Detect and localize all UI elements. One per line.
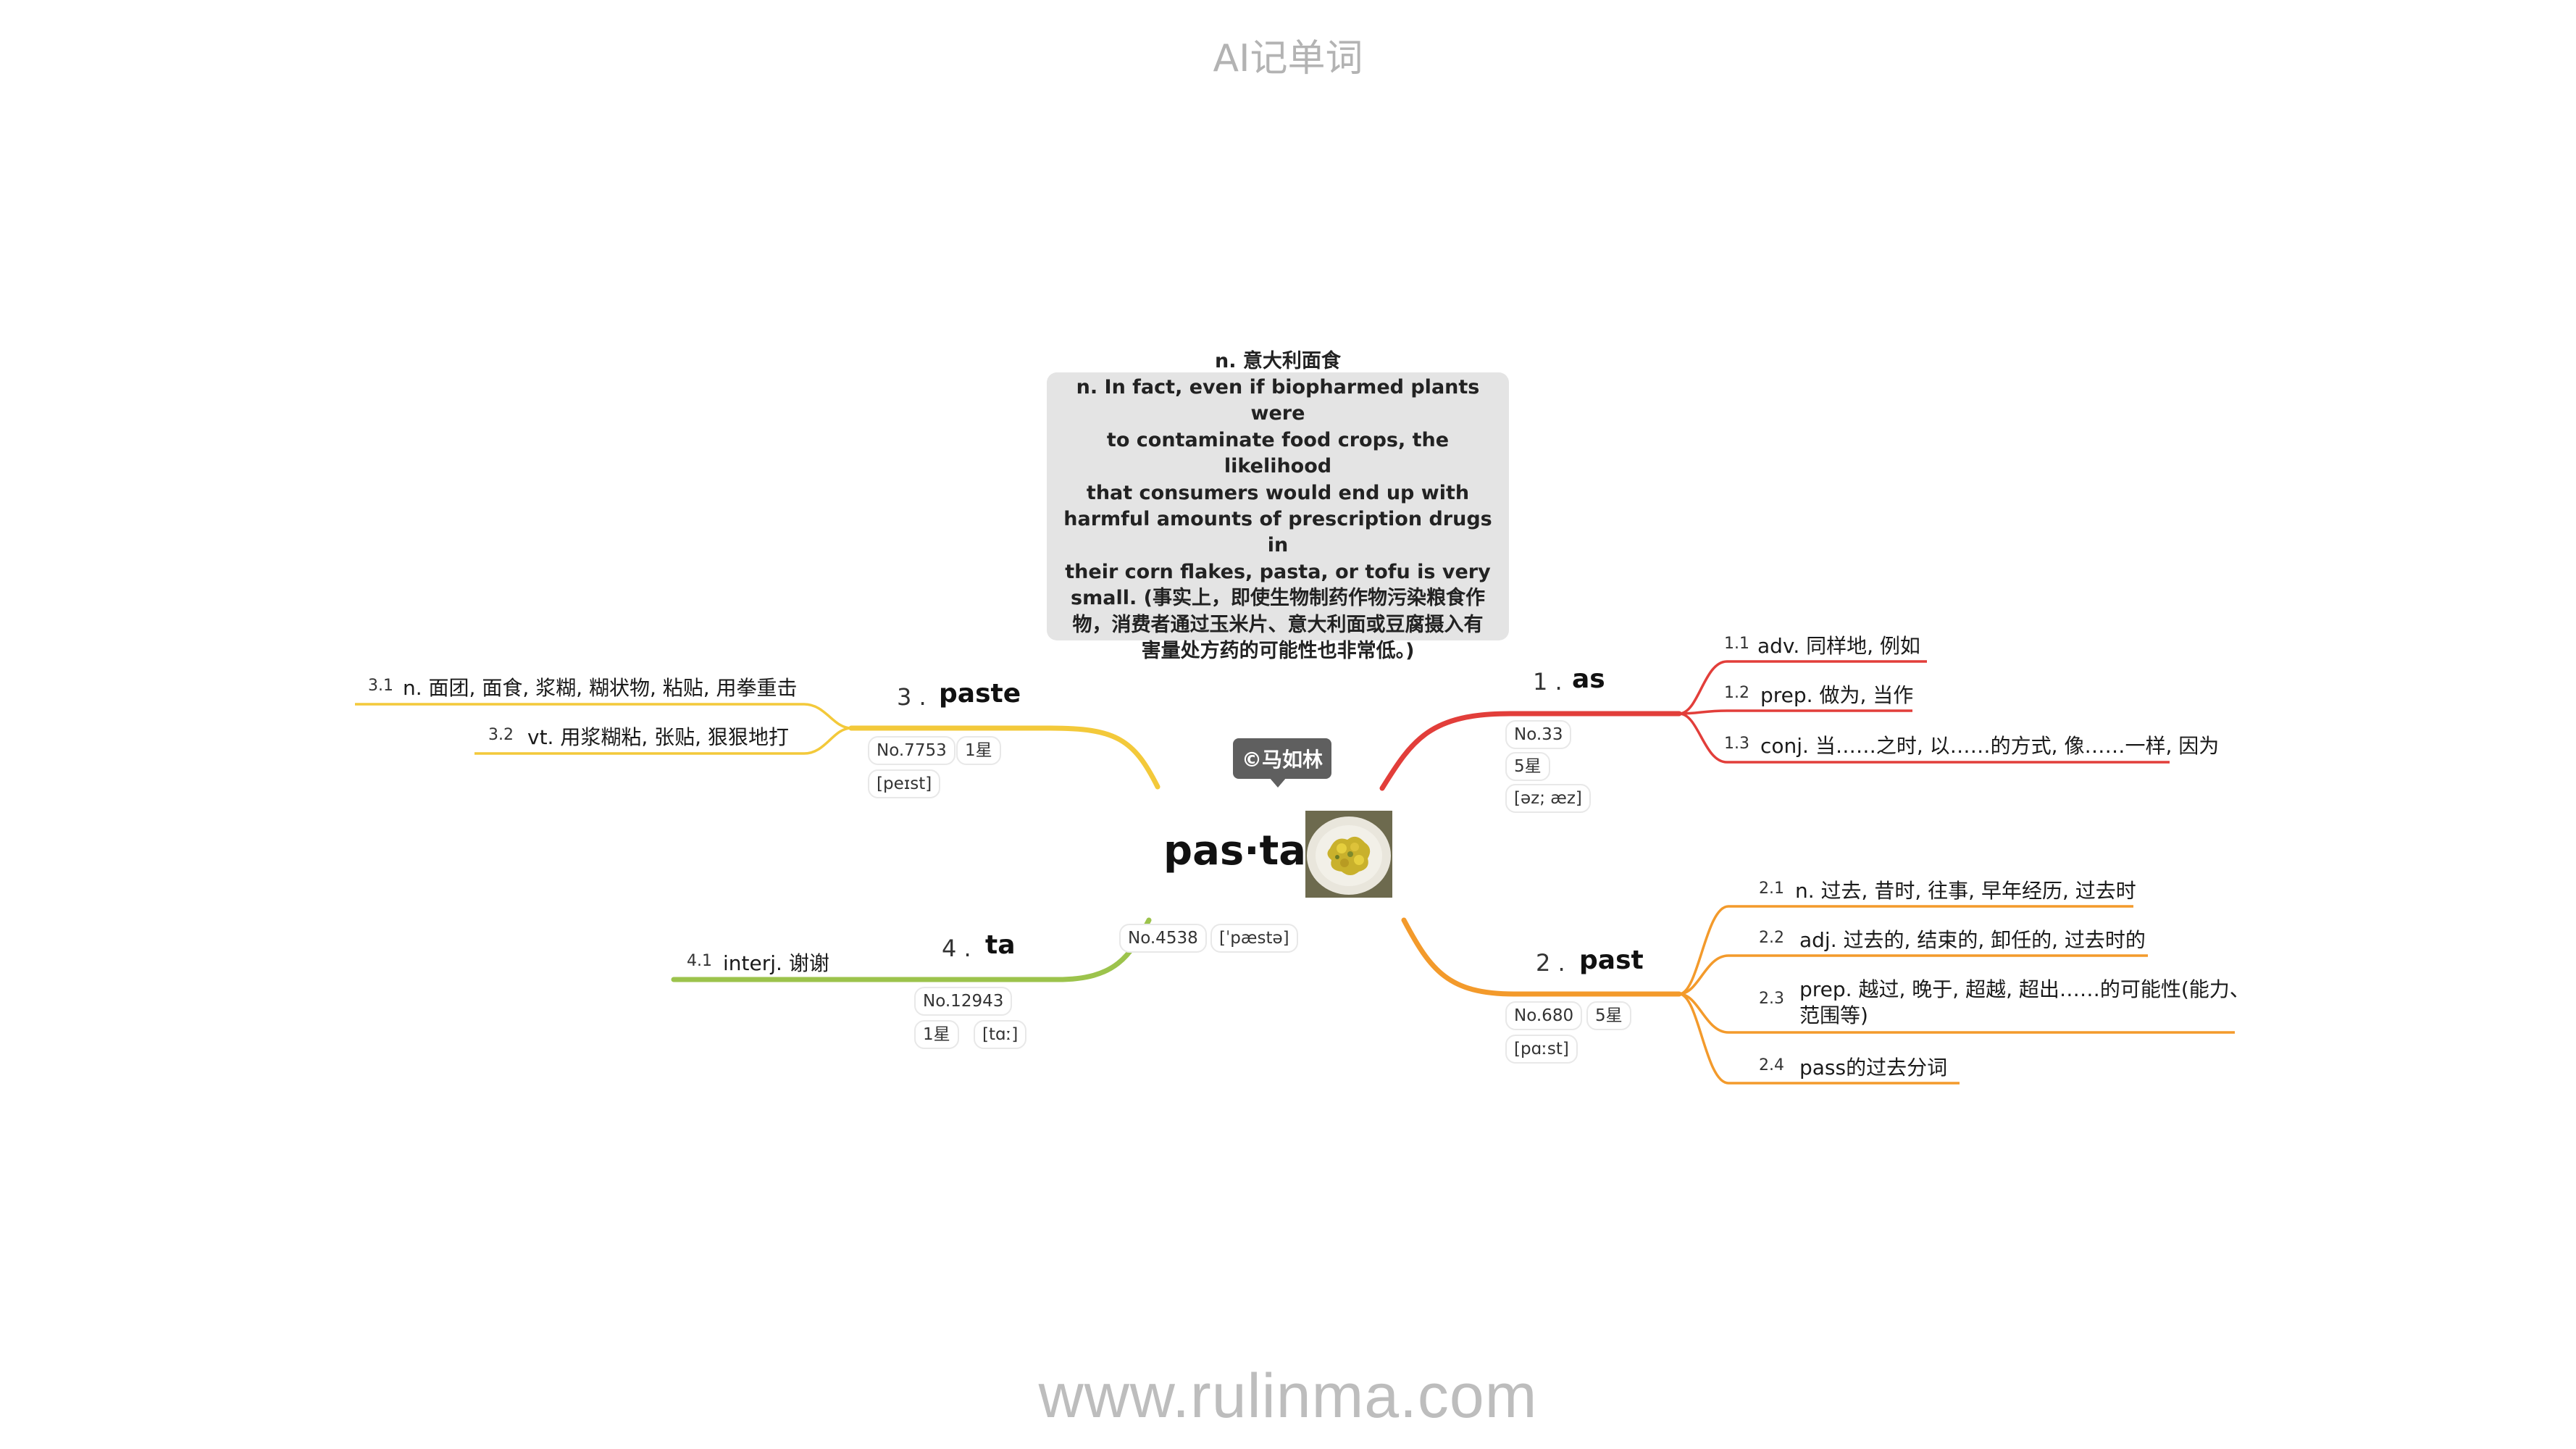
- sense-1-1-text[interactable]: adv. 同样地, 例如: [1757, 634, 1920, 658]
- sense-2-2-line: [1678, 954, 2148, 995]
- branch-1-stars-tag: 5星: [1505, 752, 1550, 781]
- branch-2-number-tag: No.680: [1505, 1001, 1583, 1030]
- branch-2-phonetic-tag: [pɑːst]: [1505, 1035, 1578, 1064]
- central-phonetic-tag: [ˈpæstə]: [1210, 924, 1298, 953]
- sense-2-3-number: 2.3: [1759, 990, 1784, 1008]
- callout-pointer: [1269, 777, 1287, 788]
- branch-3-word[interactable]: paste: [939, 679, 1021, 709]
- note-line: to contaminate food crops, the likelihoo…: [1106, 428, 1450, 478]
- branch-1-word[interactable]: as: [1572, 664, 1605, 694]
- sense-1-3-line: [1678, 712, 2170, 764]
- branch-4-number-tag: No.12943: [914, 987, 1013, 1016]
- sense-2-4-number: 2.4: [1759, 1056, 1784, 1074]
- branch-1-curve: [1379, 711, 1682, 791]
- branch-1-number: 1 .: [1533, 668, 1563, 696]
- sense-3-1-line: [355, 703, 852, 730]
- central-number-tag: No.4538: [1119, 924, 1207, 953]
- sense-2-4-line: [1678, 993, 1960, 1085]
- note-line: n. In fact, even if biopharmed plants we…: [1076, 375, 1480, 425]
- branch-3-curve: [848, 725, 1161, 790]
- sense-2-3-text[interactable]: prep. 越过, 晚于, 超越, 超出……的可能性(能力、: [1799, 977, 2250, 1001]
- branch-4-phonetic-tag: [tɑː]: [974, 1020, 1027, 1049]
- sense-2-3-line: [1678, 993, 2235, 1034]
- pasta-image: [1305, 811, 1392, 898]
- sense-2-1-number: 2.1: [1759, 880, 1784, 898]
- site-watermark: www.rulinma.com: [1038, 1361, 1538, 1431]
- sense-3-2-number: 3.2: [488, 726, 514, 744]
- branch-3-phonetic-tag: [peɪst]: [868, 769, 941, 798]
- sense-2-2-text[interactable]: adj. 过去的, 结束的, 卸任的, 过去时的: [1799, 928, 2146, 952]
- sense-1-2-text[interactable]: prep. 做为, 当作: [1760, 683, 1914, 707]
- note-line: their corn flakes, pasta, or tofu is ver…: [1065, 560, 1491, 583]
- note-line: n. 意大利面食: [1215, 349, 1341, 372]
- note-line: 物，消费者通过玉米片、意大利面或豆腐摄入有: [1072, 613, 1484, 636]
- branch-2-word[interactable]: past: [1579, 945, 1644, 975]
- sense-3-1-text[interactable]: n. 面团, 面食, 浆糊, 糊状物, 粘贴, 用拳重击: [403, 676, 798, 700]
- branch-4-number: 4 .: [942, 935, 971, 962]
- sense-1-1-number: 1.1: [1724, 635, 1749, 653]
- sense-1-3-number: 1.3: [1724, 735, 1749, 753]
- branch-3-stars-tag: 1星: [956, 736, 1001, 765]
- sense-4-1-number: 4.1: [687, 952, 712, 970]
- note-line: 害量处方药的可能性也非常低。): [1141, 640, 1415, 663]
- branch-1-number-tag: No.33: [1505, 720, 1572, 749]
- sense-4-1-text[interactable]: interj. 谢谢: [723, 951, 829, 975]
- page-title: AI记单词: [1213, 37, 1363, 80]
- branch-2-stars-tag: 5星: [1586, 1001, 1631, 1030]
- definition-note: n. 意大利面食 n. In fact, even if biopharmed …: [1047, 350, 1509, 662]
- central-word[interactable]: pas·ta: [1163, 827, 1307, 874]
- branch-4-word[interactable]: ta: [985, 930, 1016, 960]
- copyright-callout: ©马如林: [1233, 738, 1332, 779]
- sense-3-2-text[interactable]: vt. 用浆糊粘, 张贴, 狠狠地打: [527, 725, 789, 749]
- sense-2-3-text-cont[interactable]: 范围等): [1799, 1003, 1868, 1027]
- sense-3-1-number: 3.1: [368, 677, 393, 695]
- sense-2-1-line: [1678, 905, 2133, 995]
- branch-3-number: 3 .: [897, 683, 927, 711]
- note-line: small. (事实上，即使生物制药作物污染粮食作: [1071, 587, 1485, 610]
- branch-2-number: 2 .: [1536, 949, 1565, 977]
- sense-1-2-line: [1678, 709, 1912, 715]
- sense-2-2-number: 2.2: [1759, 929, 1784, 947]
- note-line: that consumers would end up with: [1086, 481, 1470, 504]
- branch-1-phonetic-tag: [əz; æz]: [1505, 784, 1591, 813]
- branch-4-stars-tag: 1星: [914, 1020, 959, 1049]
- note-line: harmful amounts of prescription drugs in: [1063, 508, 1492, 557]
- branch-3-number-tag: No.7753: [868, 736, 955, 765]
- sense-3-2-line: [474, 727, 852, 755]
- branch-2-curve: [1401, 917, 1682, 997]
- sense-1-2-number: 1.2: [1724, 684, 1749, 702]
- sense-1-1-line: [1678, 660, 1927, 715]
- sense-2-1-text[interactable]: n. 过去, 昔时, 往事, 早年经历, 过去时: [1795, 879, 2136, 903]
- sense-1-3-text[interactable]: conj. 当……之时, 以……的方式, 像……一样, 因为: [1760, 734, 2220, 758]
- sense-2-4-text[interactable]: pass的过去分词: [1799, 1056, 1948, 1080]
